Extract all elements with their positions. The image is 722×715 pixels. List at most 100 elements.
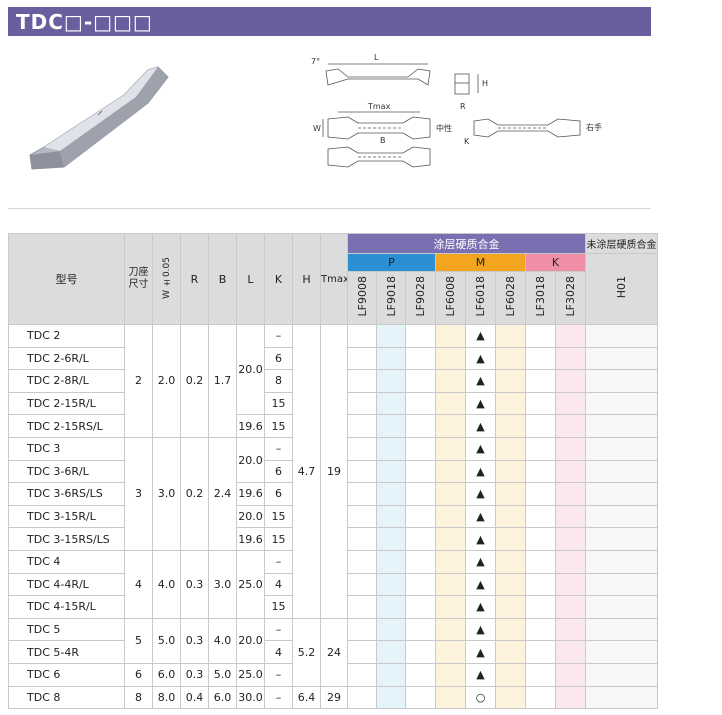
table-row: TDC 8 8 8.0 0.4 6.0 30.0 – 6.4 29 ○	[8, 685, 658, 710]
header-seat: 刀座尺寸	[124, 233, 153, 325]
model-cell: TDC 3	[8, 436, 125, 461]
title-bar: TDC□-□□□	[8, 7, 651, 36]
dim-Tmax-label: Tmax	[367, 102, 391, 111]
table-row: TDC 4-15R/L 15 ▲	[8, 595, 658, 619]
b-cell: 5.0	[208, 662, 237, 687]
model-cell: TDC 5	[8, 617, 125, 642]
grade-mark: ▲	[465, 369, 496, 393]
header-group-p: P	[347, 253, 436, 272]
k-cell: –	[264, 324, 293, 348]
dim-L-label: L	[374, 53, 379, 62]
grade-mark: ▲	[465, 346, 496, 371]
k-cell: –	[264, 662, 293, 687]
model-cell: TDC 3-15RS/LS	[8, 527, 125, 551]
h-cell: 6.4	[292, 685, 321, 710]
table-row: TDC 3-15RS/LS 19.6 15 ▲	[8, 527, 658, 551]
tmax-cell: 19	[320, 324, 348, 619]
table-row: TDC 4-4R/L 4 ▲	[8, 572, 658, 597]
dim-K-label: K	[464, 137, 470, 146]
grade-mark: ▲	[465, 617, 496, 642]
l-cell: 19.6	[236, 414, 265, 438]
table-row: TDC 6 6 6.0 0.3 5.0 25.0 – ▲	[8, 662, 658, 687]
k-cell: –	[264, 617, 293, 642]
b-cell: 6.0	[208, 685, 237, 710]
r-cell: 0.4	[180, 685, 209, 710]
k-cell: –	[264, 685, 293, 710]
l-cell: 20.0	[236, 323, 265, 416]
dim-B-label: B	[380, 136, 386, 145]
k-cell: 6	[264, 346, 293, 371]
b-cell: 1.7	[208, 324, 237, 438]
header-model: 型号	[8, 233, 125, 325]
table-row: TDC 5-4R 4 ▲	[8, 640, 658, 664]
k-cell: 8	[264, 369, 293, 393]
header-w: W ±0.05	[152, 233, 181, 325]
w-cell: 2.0	[152, 324, 181, 438]
table-row: TDC 4 4 4.0 0.3 3.0 25.0 – ▲	[8, 549, 658, 619]
grade-header: LF9028	[405, 271, 436, 325]
model-cell: TDC 3-6RS/LS	[8, 482, 125, 506]
grade-header: LF3028	[555, 271, 586, 325]
model-cell: TDC 4-15R/L	[8, 595, 125, 619]
seat-cell: 3	[124, 436, 153, 551]
model-cell: TDC 2	[8, 324, 125, 348]
right-hand-label: 右手	[586, 122, 602, 132]
header-l: L	[236, 233, 265, 325]
model-cell: TDC 2-15RS/L	[8, 414, 125, 438]
grade-mark: ▲	[465, 459, 496, 484]
header-group-m: M	[435, 253, 526, 272]
grade-mark: ▲	[465, 414, 496, 438]
grade-mark: ▲	[465, 549, 496, 574]
header-group-k: K	[525, 253, 586, 272]
neutral-label: 中性	[436, 123, 452, 133]
h-cell: 5.2	[292, 617, 321, 687]
r-cell: 0.2	[180, 436, 209, 551]
r-cell: 0.3	[180, 549, 209, 619]
w-cell: 8.0	[152, 685, 181, 710]
l-cell: 19.6	[236, 482, 265, 506]
insert-diagrams: 7° L H Tmax W B 中性 R	[29, 53, 602, 170]
seat-cell: 6	[124, 662, 153, 687]
model-cell: TDC 3-15R/L	[8, 504, 125, 529]
model-cell: TDC 2-6R/L	[8, 346, 125, 371]
grade-header: LF6028	[495, 271, 526, 325]
seat-cell: 2	[124, 324, 153, 438]
k-cell: 15	[264, 414, 293, 438]
model-cell: TDC 5-4R	[8, 640, 125, 664]
b-cell: 3.0	[208, 549, 237, 619]
model-cell: TDC 8	[8, 685, 125, 710]
spec-table: 型号 刀座尺寸 W ±0.05 R B L K H Tmax 涂层硬质合金 未涂…	[8, 233, 658, 710]
l-cell: 25.0	[236, 662, 265, 687]
grade-header: LF9008	[347, 271, 377, 325]
l-cell: 19.6	[236, 527, 265, 551]
model-cell: TDC 2-15R/L	[8, 391, 125, 416]
insert-3d-image	[29, 66, 169, 170]
l-cell: 25.0	[236, 549, 265, 619]
r-cell: 0.2	[180, 324, 209, 438]
grade-header: LF6018	[465, 271, 496, 325]
tmax-cell: 24	[320, 617, 348, 687]
header-h01: H01	[585, 253, 658, 325]
k-cell: 4	[264, 572, 293, 597]
side-view-diagram: 7° L H	[311, 53, 488, 95]
dim-R-label: R	[460, 102, 466, 111]
table-row: TDC 2-6R/L 6 ▲	[8, 346, 658, 371]
seat-cell: 5	[124, 617, 153, 664]
table-row: TDC 3-6R/L 6 ▲	[8, 459, 658, 484]
table-row: TDC 2-15R/L 15 ▲	[8, 391, 658, 416]
dim-W-label: W	[313, 124, 321, 133]
table-row: TDC 3 3 3.0 0.2 2.4 20.0 – ▲	[8, 436, 658, 551]
header-coated: 涂层硬质合金	[347, 233, 586, 254]
k-cell: 6	[264, 482, 293, 506]
model-cell: TDC 4	[8, 549, 125, 574]
w-cell: 4.0	[152, 549, 181, 619]
grade-header: LF3018	[525, 271, 556, 325]
b-cell: 4.0	[208, 617, 237, 664]
grade-mark: ▲	[465, 504, 496, 529]
header-b: B	[208, 233, 237, 325]
b-cell: 2.4	[208, 436, 237, 551]
grade-mark: ▲	[465, 662, 496, 687]
header-k: K	[264, 233, 293, 325]
tmax-cell: 29	[320, 685, 348, 710]
grade-mark: ▲	[465, 391, 496, 416]
